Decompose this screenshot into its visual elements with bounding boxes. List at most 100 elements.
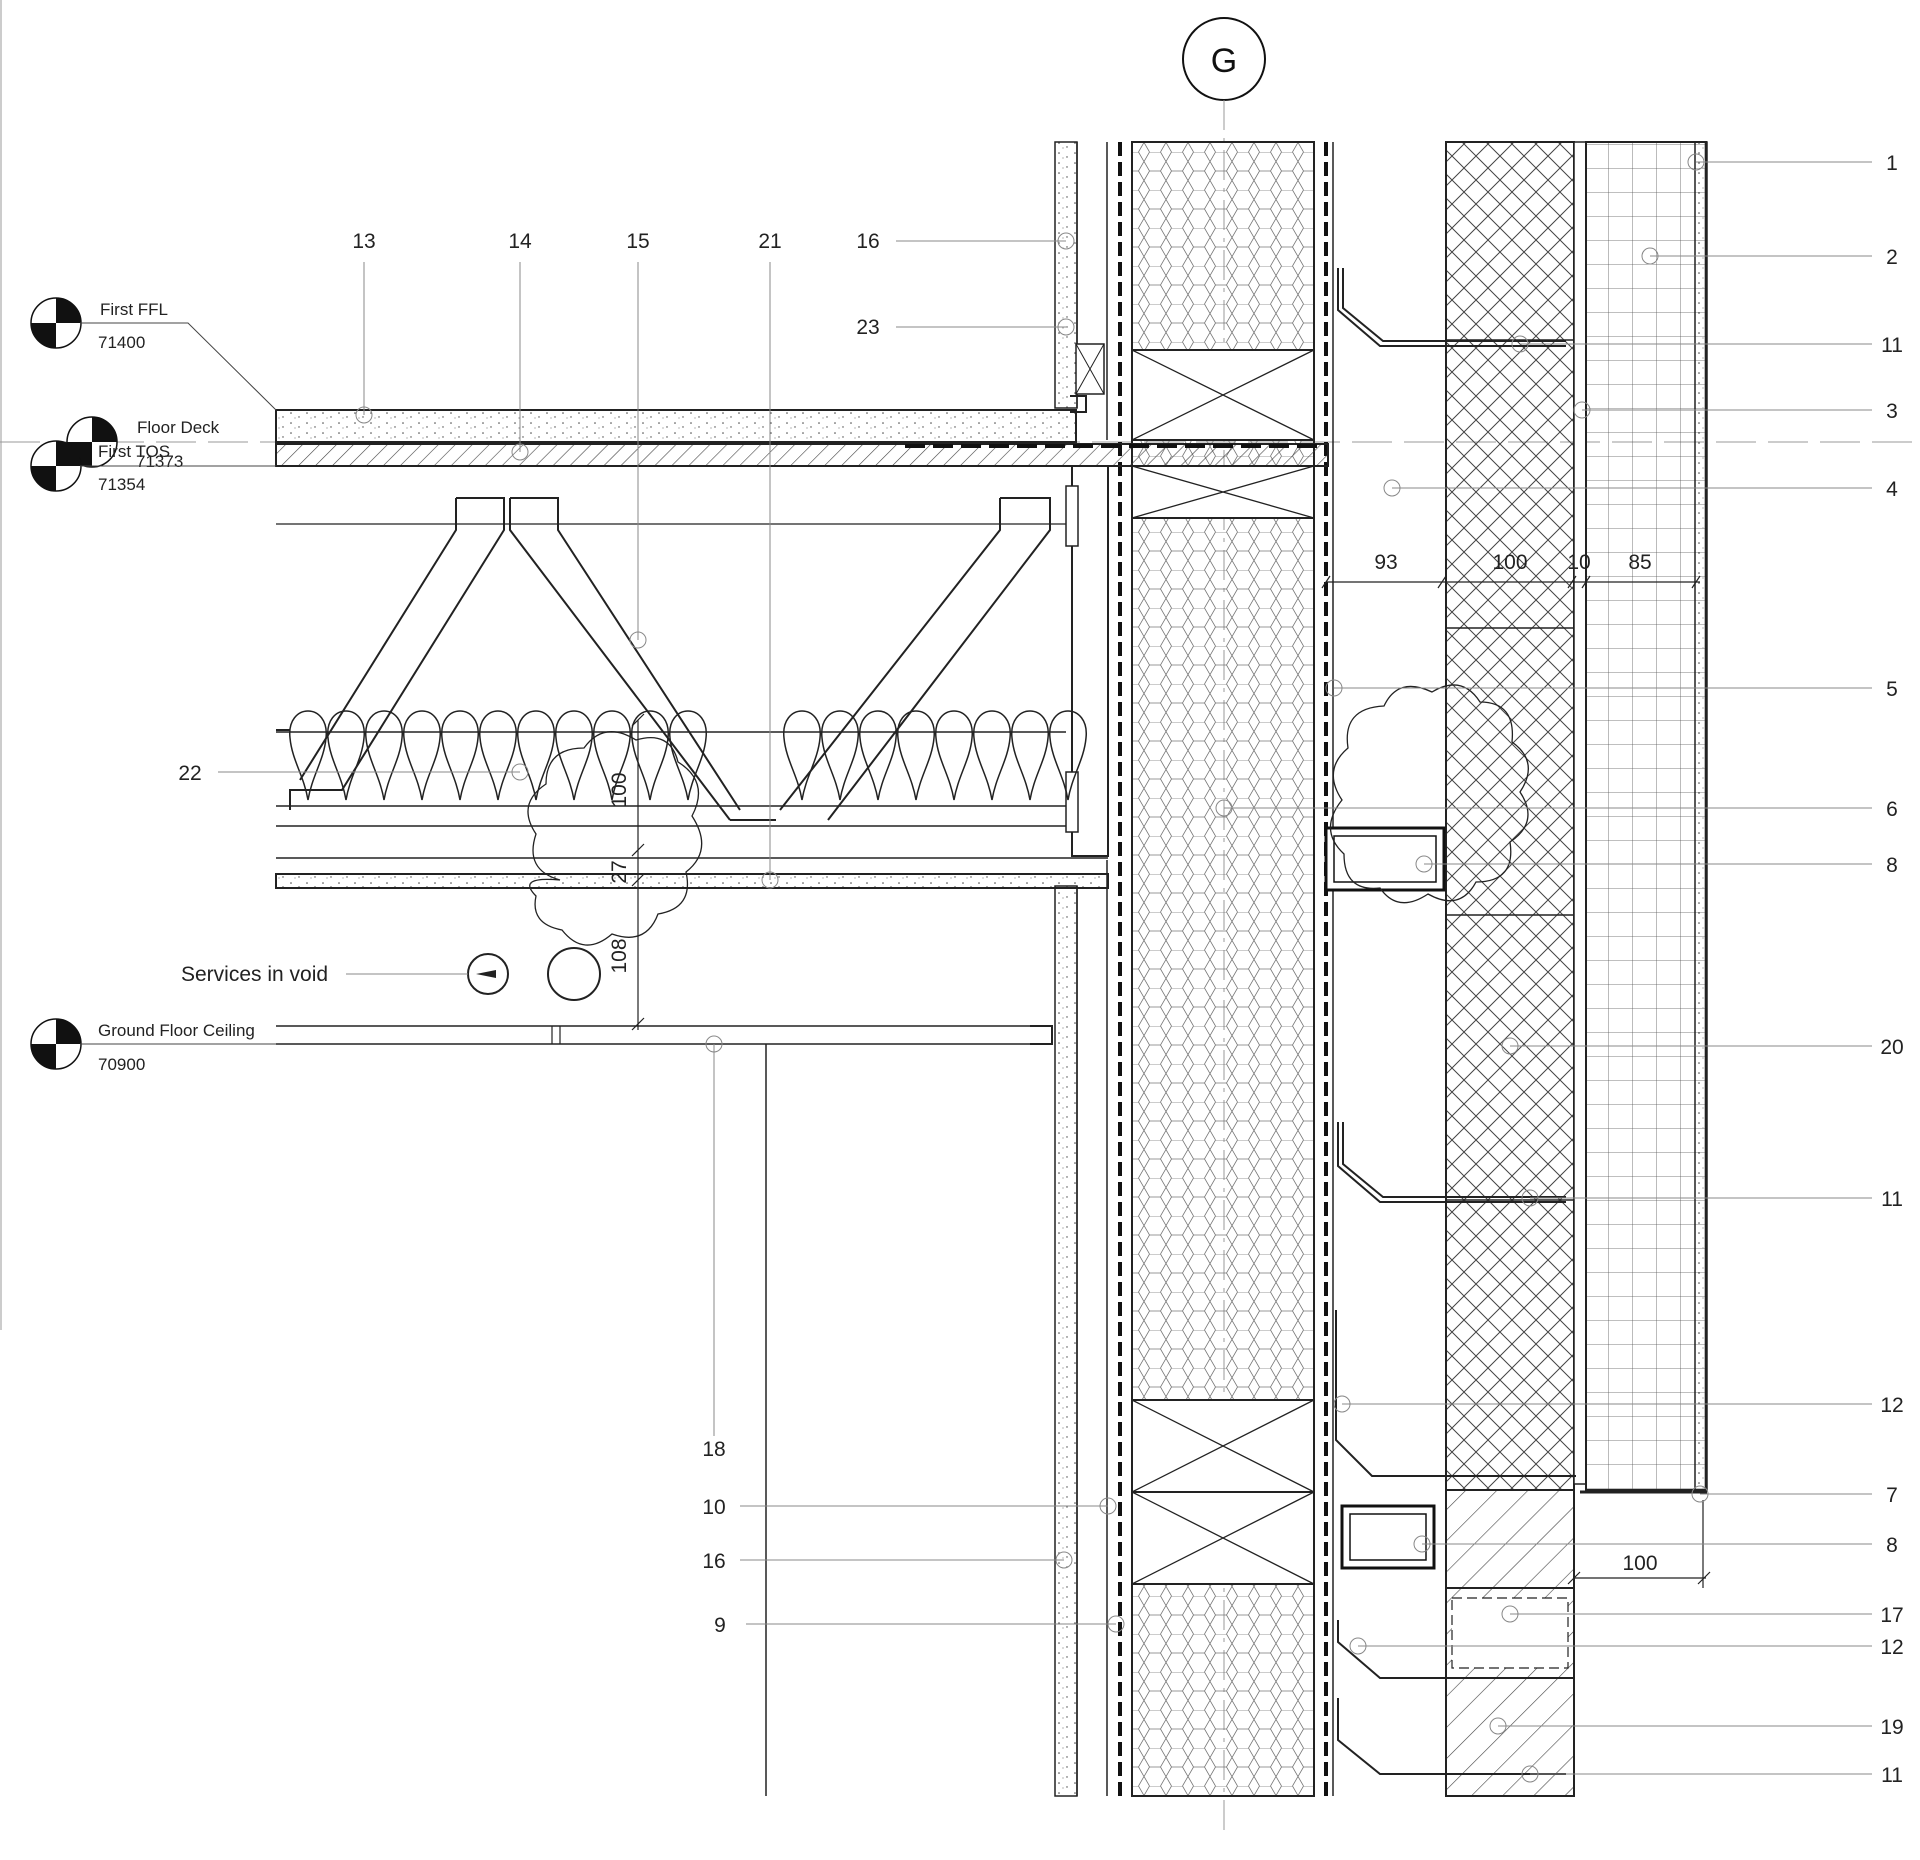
internal-lining-lower <box>1054 885 1078 1797</box>
callout-number: 11 <box>1881 334 1903 357</box>
skirting-angle <box>1070 395 1087 413</box>
quilt-loop <box>441 710 479 801</box>
callout-number: 11 <box>1881 1764 1903 1787</box>
callout-target <box>1687 153 1705 171</box>
callout-number: 15 <box>626 230 649 253</box>
callout-target <box>1099 1497 1117 1515</box>
cladding-panel <box>1585 141 1707 1491</box>
callout-number: 10 <box>702 1496 725 1519</box>
callout-target <box>1691 1485 1709 1503</box>
level-marker-floor-deck: Floor Deck 71373 <box>66 416 220 471</box>
callout-number: 18 <box>702 1438 725 1461</box>
callout-target <box>1521 1765 1539 1783</box>
callout-number: 6 <box>1886 798 1898 821</box>
callout-target <box>1641 247 1659 265</box>
callout-target <box>511 763 529 781</box>
quilt-loop <box>365 710 403 801</box>
callout-number: 16 <box>702 1550 725 1573</box>
services-note-text: Services in void <box>181 963 328 986</box>
floor-deck-name: Floor Deck <box>137 418 220 437</box>
quilt-loop <box>1011 710 1049 801</box>
callout-number: 5 <box>1886 678 1898 701</box>
plinth-hatch-lower <box>1445 1677 1575 1797</box>
callout-target <box>1573 401 1591 419</box>
ceiling-board <box>275 873 1109 889</box>
level-marker-ground-ceiling: Ground Floor Ceiling 70900 <box>30 1018 276 1074</box>
quilt-loop <box>517 710 555 801</box>
callout-target <box>1349 1637 1367 1655</box>
callout-number: 21 <box>758 230 781 253</box>
callout-target <box>1413 1535 1431 1553</box>
quilt-loop <box>555 710 593 801</box>
callout-number: 11 <box>1881 1188 1903 1211</box>
quilt-loop <box>479 710 517 801</box>
callout-target <box>1215 799 1233 817</box>
callout-target <box>1107 1615 1125 1633</box>
revision-cloud-floor <box>527 731 703 946</box>
wall-tie-2 <box>1337 1122 1566 1203</box>
dimension-plinth <box>1567 1500 1711 1588</box>
callout-target <box>761 871 779 889</box>
callout-target <box>1325 679 1343 697</box>
quilt-loop <box>669 710 707 801</box>
floor-screed <box>275 409 1077 443</box>
dim-100-vertical: 100 <box>608 772 631 807</box>
callout-number: 12 <box>1880 1636 1903 1659</box>
cavity-tray <box>1335 1310 1576 1477</box>
callout-number: 14 <box>508 230 532 253</box>
quilt-loop <box>631 710 669 801</box>
dim-93: 93 <box>1374 551 1397 574</box>
callout-target <box>1501 1037 1519 1055</box>
quilt-loop <box>935 710 973 801</box>
callout-number: 3 <box>1886 400 1898 423</box>
callout-number: 1 <box>1886 152 1898 175</box>
callout-target <box>1055 1551 1073 1569</box>
render-finish <box>1694 141 1708 1491</box>
callout-number: 9 <box>714 1614 726 1637</box>
first-ffl-name: First FFL <box>100 300 168 319</box>
dim-85: 85 <box>1628 551 1651 574</box>
render-base <box>1573 141 1587 1485</box>
callout-number: 13 <box>352 230 375 253</box>
level-marker-first-tos: First TOS 71354 <box>30 440 276 494</box>
first-tos-name: First TOS <box>98 442 170 461</box>
cavity-barrier-box-2 <box>1340 1504 1436 1570</box>
first-tos-value: 71354 <box>98 475 145 494</box>
quilt-loop <box>973 710 1011 801</box>
quilt-loop <box>403 710 441 801</box>
callout-number: 23 <box>856 316 879 339</box>
callout-number: 8 <box>1886 1534 1898 1557</box>
quilt-loop <box>821 710 859 801</box>
timber-block-lower <box>1131 1399 1315 1585</box>
callout-number: 22 <box>178 762 201 785</box>
grid-bubble-label: G <box>1211 42 1237 80</box>
dim-27: 27 <box>608 860 631 883</box>
cavity-barrier-box-1 <box>1324 826 1446 892</box>
callout-target <box>355 406 373 424</box>
callout-target <box>1489 1717 1507 1735</box>
callout-target <box>1501 1605 1519 1623</box>
callout-number: 19 <box>1880 1716 1903 1739</box>
callout-target <box>629 631 647 649</box>
wall-tie-4 <box>1337 1698 1566 1775</box>
ground-ceiling-name: Ground Floor Ceiling <box>98 1021 255 1040</box>
quilt-loop <box>859 710 897 801</box>
quilt-loop <box>897 710 935 801</box>
callout-target <box>511 443 529 461</box>
first-ffl-value: 71400 <box>98 333 145 352</box>
quilt-insulation <box>276 710 1087 801</box>
callout-target <box>1521 1189 1539 1207</box>
callout-number: 20 <box>1880 1036 1903 1059</box>
dimension-vertical-floor <box>631 713 645 1031</box>
callout-number: 8 <box>1886 854 1898 877</box>
wall-tie-3 <box>1337 1620 1566 1679</box>
callout-target <box>1511 335 1529 353</box>
floor-deck <box>275 443 1329 467</box>
callout-number: 17 <box>1880 1604 1903 1627</box>
internal-lining-upper <box>1054 141 1078 409</box>
service-pipe-arrow <box>476 970 496 978</box>
services-note: Services in void <box>181 963 468 986</box>
callout-target <box>1057 318 1075 336</box>
